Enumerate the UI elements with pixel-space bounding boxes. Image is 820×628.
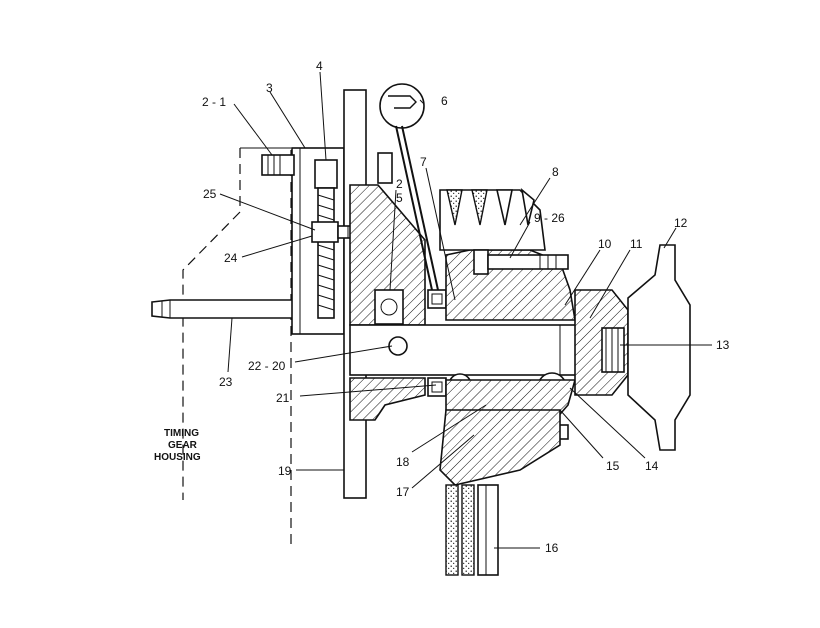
callout-23: 23	[219, 375, 233, 389]
callout-14: 14	[645, 459, 659, 473]
callout-15: 15	[606, 459, 620, 473]
callout-21: 21	[276, 391, 290, 405]
callout-16: 16	[545, 541, 559, 555]
dowel-pin	[151, 299, 297, 319]
callout-6: 6	[441, 94, 448, 108]
pulley-upper	[439, 187, 546, 251]
idler-shaft	[349, 324, 579, 376]
seal-detail-inset	[379, 83, 439, 291]
timing-gear-housing-outline	[182, 147, 292, 545]
pulley-bolt-upper	[473, 249, 569, 275]
callout-12: 12	[674, 216, 688, 230]
drive-belt	[445, 484, 499, 576]
housing-label-line-3: HOUSING	[154, 452, 201, 463]
callout-2-bolt: 2	[396, 177, 403, 191]
callout-25: 25	[203, 187, 217, 201]
callout-3: 3	[266, 81, 273, 95]
idler-body	[349, 184, 426, 421]
housing-label-line-1: TIMING	[164, 428, 199, 439]
housing-label-line-2: GEAR	[168, 440, 198, 451]
callout-2-1: 2 - 1	[202, 95, 226, 109]
callout-labels: 2 - 1 3 4 6 7 8 2 5 25 24 9 - 26 10 11 1…	[202, 59, 730, 555]
callout-13: 13	[716, 338, 730, 352]
callout-17: 17	[396, 485, 410, 499]
timing-gear-housing-label: TIMING GEAR HOUSING	[154, 428, 201, 463]
callout-19: 19	[278, 464, 292, 478]
callout-24: 24	[224, 251, 238, 265]
callout-5: 5	[396, 191, 403, 205]
callout-8: 8	[552, 165, 559, 179]
leader-lines	[219, 71, 712, 549]
stud	[261, 154, 295, 176]
adjusting-bolt	[314, 159, 338, 319]
mounting-flange	[601, 244, 691, 451]
callout-10: 10	[598, 237, 612, 251]
retaining-bolt	[374, 152, 404, 325]
callout-22-20: 22 - 20	[248, 359, 286, 373]
pulley-lower	[439, 409, 561, 486]
callout-4: 4	[316, 59, 323, 73]
callout-7: 7	[420, 155, 427, 169]
callout-9-26: 9 - 26	[534, 211, 565, 225]
callout-11: 11	[630, 237, 643, 251]
callout-18: 18	[396, 455, 410, 469]
